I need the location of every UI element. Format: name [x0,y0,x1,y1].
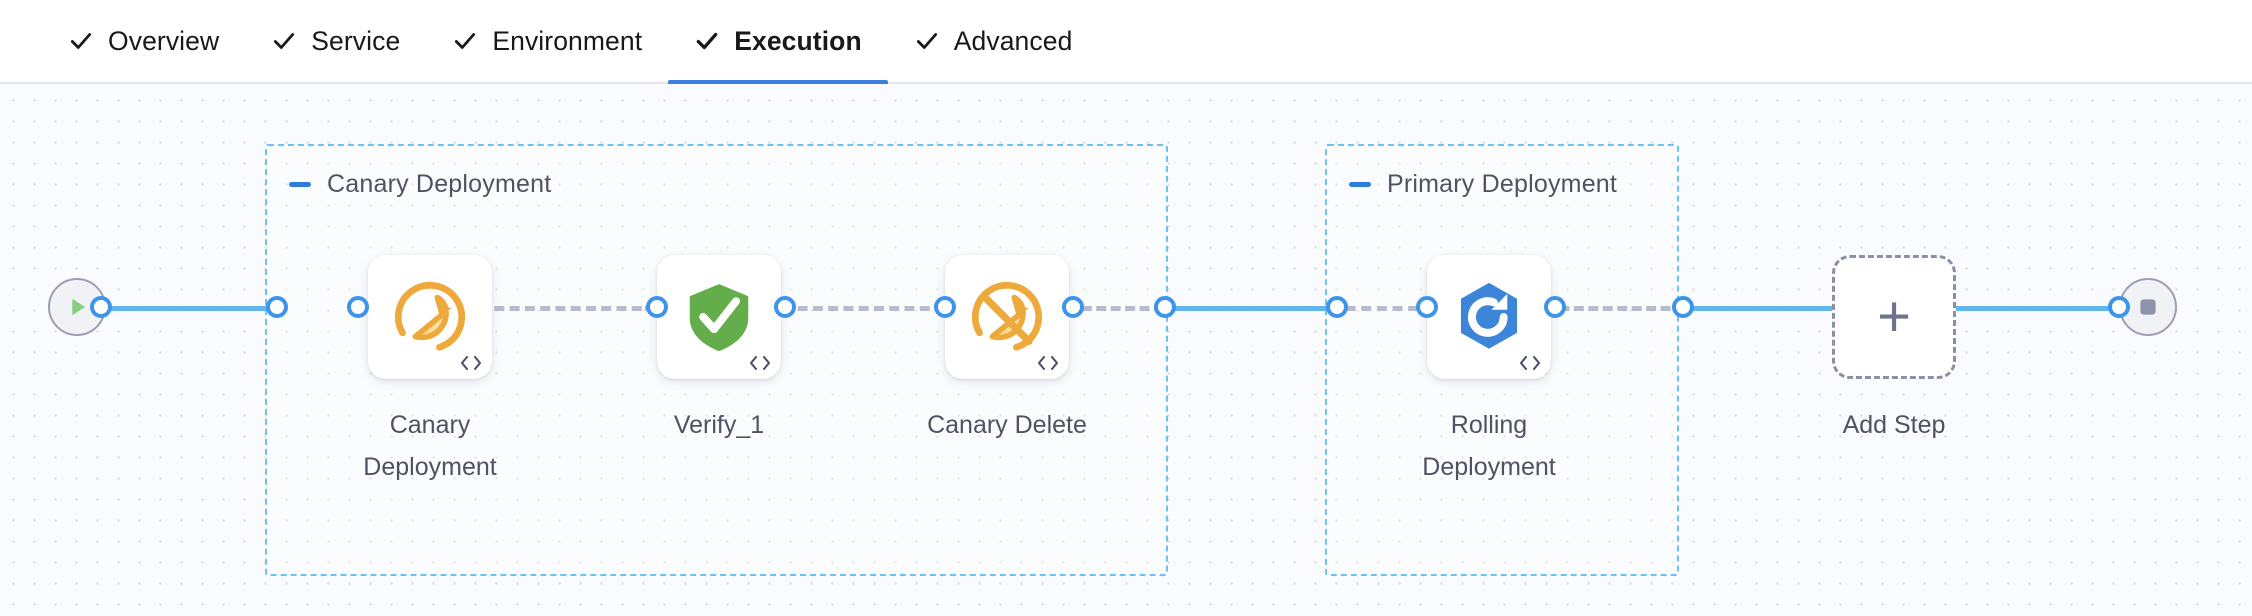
port-canary-group-out[interactable] [1154,296,1176,318]
canary-bird-icon [368,255,492,379]
step-node-canary-deployment[interactable] [368,255,492,379]
check-icon [694,28,720,54]
add-step-button[interactable]: + [1832,255,1956,379]
port-primary-group-out[interactable] [1672,296,1694,318]
connector-to-add-step [1680,306,1832,311]
check-icon [68,28,94,54]
group-header-canary-deployment[interactable]: Canary Deployment [289,170,551,199]
tab-label: Advanced [953,25,1073,56]
step-node-verify-1[interactable] [657,255,781,379]
code-icon[interactable] [748,353,772,373]
pipeline-canvas[interactable]: Canary Deployment Primary Deployment [0,84,2252,616]
port-canary-delete-out[interactable] [1062,296,1084,318]
tab-label: Overview [108,25,220,56]
tab-advanced[interactable]: Advanced [888,0,1099,83]
port-canary-out[interactable] [347,296,369,318]
stage-group-primary-deployment[interactable]: Primary Deployment [1325,144,1679,576]
group-title: Canary Deployment [327,170,552,198]
port-start-out[interactable] [90,296,112,318]
play-icon [72,298,86,316]
port-verify-in[interactable] [646,296,668,318]
port-rolling-out[interactable] [1544,296,1566,318]
connector-rolling-to-group-exit [1545,306,1685,311]
tab-label: Service [311,25,401,56]
code-icon[interactable] [459,353,483,373]
port-verify-out[interactable] [774,296,796,318]
tab-label: Execution [734,25,862,56]
minus-icon[interactable] [289,182,311,187]
tab-service[interactable]: Service [245,0,426,83]
tab-overview[interactable]: Overview [42,0,245,83]
port-rolling-in[interactable] [1416,296,1438,318]
check-icon [452,28,478,54]
port-canary-delete-in[interactable] [934,296,956,318]
blue-hexagon-rollout-icon [1427,255,1551,379]
plus-icon: + [1877,284,1911,349]
add-step-label: Add Step [1842,411,1946,439]
connector-canary-to-verify [357,306,657,311]
connector-start-to-canary [100,306,276,311]
code-icon[interactable] [1036,353,1060,373]
stop-icon [2140,299,2156,315]
canary-bird-delete-icon [945,255,1069,379]
connector-group-entry-to-rolling [1330,306,1465,311]
tab-execution[interactable]: Execution [668,0,888,85]
check-icon [914,28,940,54]
check-icon [271,28,297,54]
connector-add-step-to-end [1956,306,2116,311]
tab-active-underline [668,80,888,85]
port-primary-group-in[interactable] [1326,296,1348,318]
tab-label: Environment [492,25,643,56]
tab-environment[interactable]: Environment [426,0,668,83]
group-title: Primary Deployment [1387,170,1618,198]
port-end-in[interactable] [2108,296,2130,318]
port-canary-in[interactable] [266,296,288,318]
group-header-primary-deployment[interactable]: Primary Deployment [1349,170,1617,199]
code-icon[interactable] [1518,353,1542,373]
step-node-rolling-deployment[interactable] [1427,255,1551,379]
connector-between-groups [1163,306,1336,311]
green-shield-check-icon [657,255,781,379]
step-node-canary-delete[interactable] [945,255,1069,379]
stage-tab-bar: Overview Service Environment Execution [0,0,2252,85]
connector-canary-delete-to-group-exit [1024,306,1164,311]
minus-icon[interactable] [1349,182,1371,187]
